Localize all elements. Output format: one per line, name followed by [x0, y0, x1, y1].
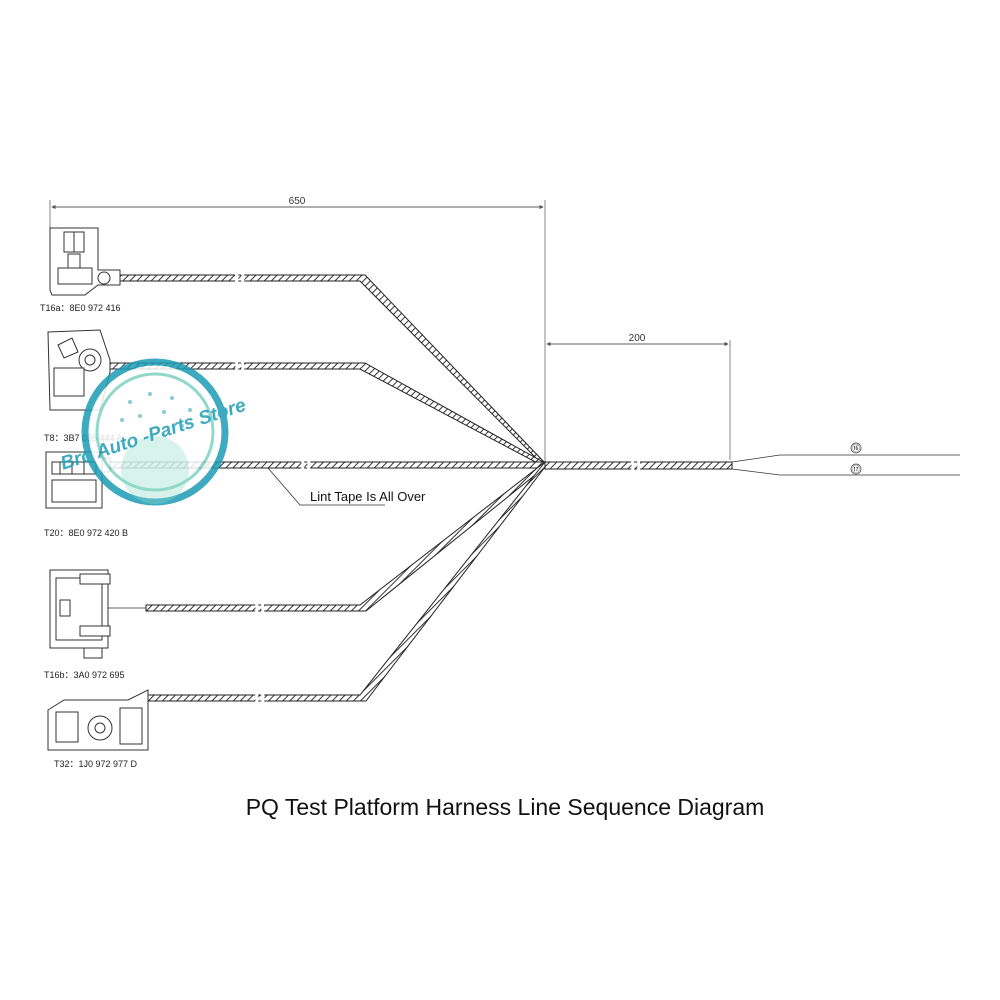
- wire-end-16-label: ⑯: [852, 444, 860, 453]
- connector-t8: [47, 329, 111, 411]
- label-t16b: T16b：3A0 972 695: [44, 670, 125, 680]
- dimension-200: 200: [546, 333, 731, 460]
- diagram-title: PQ Test Platform Harness Line Sequence D…: [246, 794, 765, 820]
- dimension-200-label: 200: [629, 333, 646, 344]
- break-marks: [234, 271, 641, 705]
- connector-t32: [47, 689, 149, 751]
- wire-end-17-label: ⑰: [852, 465, 860, 474]
- label-t32: T32：1J0 972 977 D: [54, 759, 138, 769]
- lint-tape-annotation: Lint Tape Is All Over: [267, 467, 426, 506]
- connector-t16a: [49, 227, 121, 296]
- label-t16a: T16a：8E0 972 416: [40, 303, 121, 313]
- wire-end-16: ⑯: [850, 442, 862, 454]
- dimension-650: 650: [49, 196, 546, 462]
- connector-t16b: [49, 569, 111, 659]
- store-watermark: Bro Auto -Parts Store: [58, 358, 249, 506]
- wire-end-17: ⑰: [850, 463, 862, 475]
- dimension-650-label: 650: [289, 196, 306, 207]
- connector-t20: [45, 451, 111, 509]
- label-t20: T20：8E0 972 420 B: [44, 528, 128, 538]
- lint-tape-note: Lint Tape Is All Over: [310, 489, 426, 504]
- wire-tails: [731, 454, 960, 476]
